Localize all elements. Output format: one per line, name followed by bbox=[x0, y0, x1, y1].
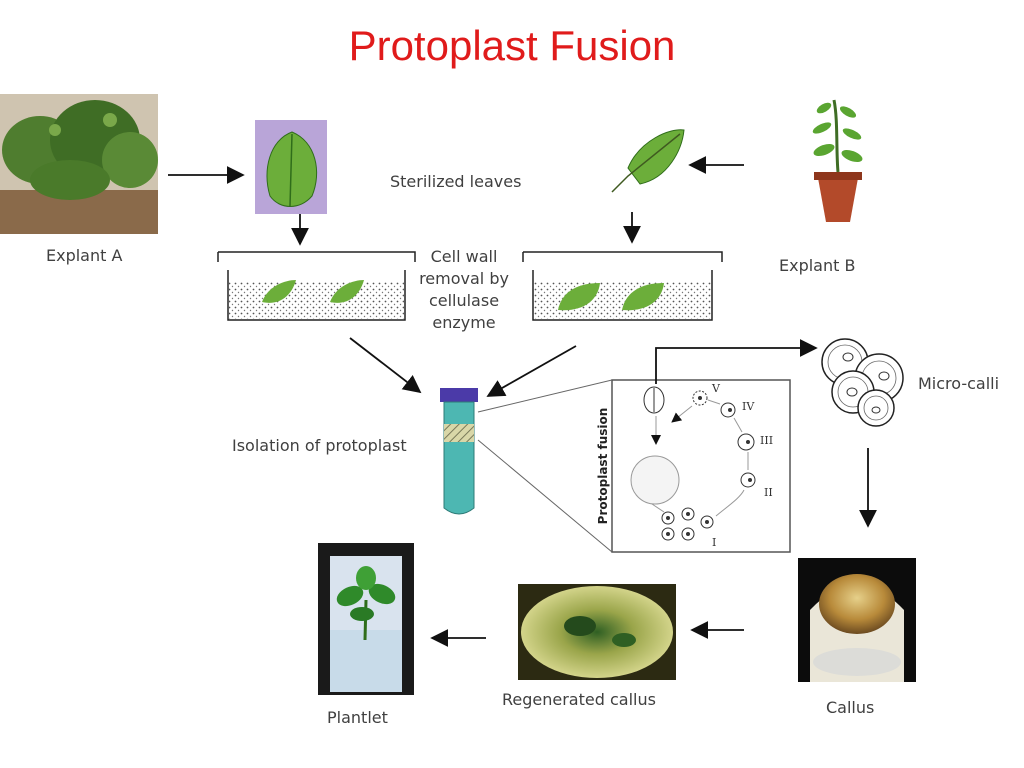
sterilized-leaf-a-image bbox=[255, 120, 327, 214]
arrow-dish-b-to-tube bbox=[486, 345, 577, 397]
inset-caption: Protoplast fusion bbox=[596, 407, 610, 525]
label-sterilized-leaves: Sterilized leaves bbox=[390, 172, 522, 191]
petri-dish-a bbox=[217, 251, 416, 321]
page-title: Protoplast Fusion bbox=[348, 22, 676, 69]
protoplast-fusion-inset bbox=[477, 379, 791, 553]
plantlet-image bbox=[318, 543, 414, 695]
explant-b-image bbox=[812, 99, 863, 222]
stage-label-5: V bbox=[712, 382, 720, 395]
leaf-b-image bbox=[611, 129, 685, 193]
explant-a-image bbox=[0, 94, 158, 234]
callus-image bbox=[798, 558, 916, 682]
label-isolation-of-protoplast: Isolation of protoplast bbox=[232, 436, 407, 455]
stage-label-2: II bbox=[764, 486, 773, 499]
arrow-dish-a-to-tube bbox=[349, 337, 422, 394]
flow-arrows bbox=[168, 156, 877, 647]
label-explant-a: Explant A bbox=[46, 246, 123, 265]
regenerated-callus-image bbox=[518, 584, 676, 680]
label-micro-calli: Micro-calli bbox=[918, 374, 1000, 393]
label-callus: Callus bbox=[826, 698, 875, 717]
label-plantlet: Plantlet bbox=[327, 708, 388, 727]
petri-dish-b bbox=[522, 251, 723, 321]
micro-calli-image bbox=[821, 338, 904, 427]
arrow-fusion-to-micro-calli bbox=[655, 339, 818, 384]
stage-label-3: III bbox=[760, 434, 774, 447]
label-explant-b: Explant B bbox=[779, 256, 856, 275]
test-tube bbox=[440, 388, 478, 515]
label-cell-wall-removal: Cell wall removal by cellulase enzyme bbox=[419, 247, 509, 332]
stage-label-1: I bbox=[712, 536, 717, 549]
stage-label-4: IV bbox=[742, 400, 755, 413]
label-regenerated-callus: Regenerated callus bbox=[502, 690, 656, 709]
